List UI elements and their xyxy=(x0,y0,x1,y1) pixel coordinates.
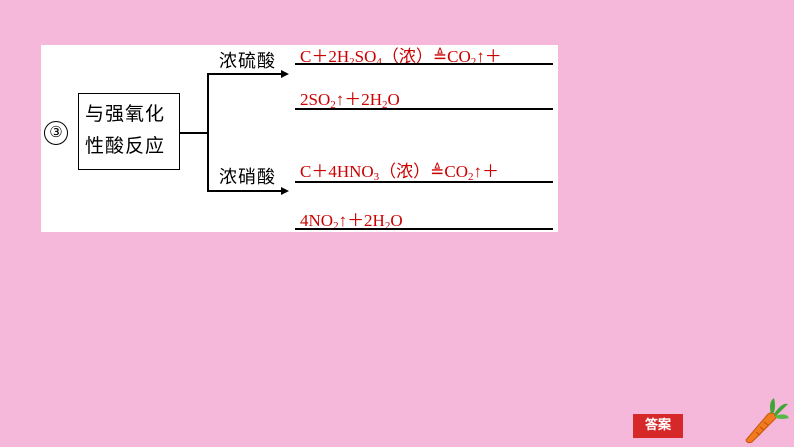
nitric-underline-1 xyxy=(295,181,553,183)
nitric-underline-2 xyxy=(295,228,553,230)
top-arrow-icon xyxy=(281,69,289,78)
sulfuric-underline-1 xyxy=(295,63,553,65)
answer-button[interactable]: 答案 xyxy=(633,414,683,438)
box-line-1: 与强氧化 xyxy=(85,103,166,125)
sulfuric-underline-2 xyxy=(295,108,553,110)
sulfuric-equation-line-1: C＋2H2SO4（浓）≜CO2↑＋ xyxy=(300,47,502,68)
nitric-equation-line-2: 4NO2↑＋2H2O xyxy=(300,211,403,232)
connector-vertical xyxy=(207,73,209,191)
nitric-acid-label: 浓硝酸 xyxy=(219,167,276,188)
content-card: ③ 与强氧化 性酸反应 浓硫酸 浓硝酸 C＋2H2SO4（浓）≜CO2↑＋ 2S… xyxy=(41,45,558,232)
reaction-type-box: 与强氧化 性酸反应 xyxy=(78,93,180,170)
box-line-2: 性酸反应 xyxy=(85,135,166,157)
connector-top-branch xyxy=(207,73,281,75)
sulfuric-equation-line-2: 2SO2↑＋2H2O xyxy=(300,90,400,111)
nitric-equation-line-1: C＋4HNO3（浓）≜CO2↑＋ xyxy=(300,162,500,183)
bottom-arrow-icon xyxy=(281,186,289,195)
item-number-marker: ③ xyxy=(44,121,68,145)
sulfuric-acid-label: 浓硫酸 xyxy=(219,51,276,72)
connector-stem xyxy=(180,132,208,134)
carrot-icon[interactable] xyxy=(738,396,790,444)
connector-bottom-branch xyxy=(207,190,281,192)
